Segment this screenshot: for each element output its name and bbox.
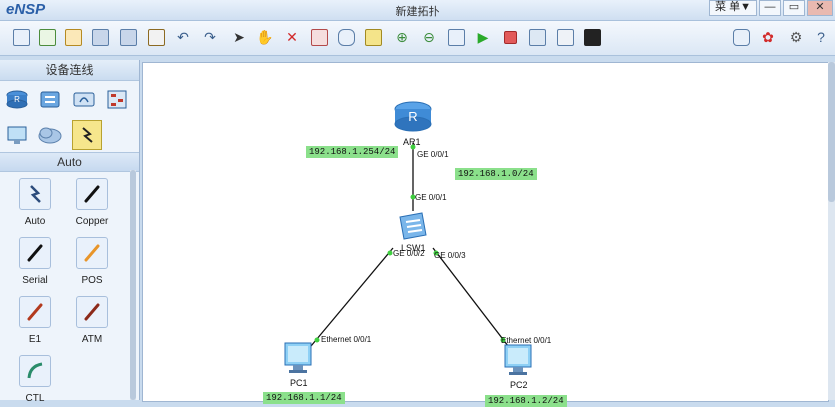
interface-label-pc1: Ethernet 0/0/1 xyxy=(321,335,372,344)
text-annotation-icon[interactable] xyxy=(335,26,357,48)
app-logo: eNSP xyxy=(6,1,46,18)
cable-label: E1 xyxy=(28,334,42,345)
zoom-in-icon[interactable]: ⊕ xyxy=(396,28,408,45)
canvas-scrollbar[interactable] xyxy=(828,62,835,400)
firewall-icon[interactable] xyxy=(104,86,130,112)
interface-label-pc2: Ethernet 0/0/1 xyxy=(501,336,552,345)
menu-button[interactable]: 菜 单▼ xyxy=(709,0,757,16)
device-name-ar1: AR1 xyxy=(403,137,421,147)
interface-label-ar1: GE 0/0/1 xyxy=(417,150,449,159)
pos-cable-icon xyxy=(76,237,108,269)
device-name-pc1: PC1 xyxy=(290,378,308,388)
port-dot xyxy=(500,337,506,343)
save-as-icon[interactable] xyxy=(117,26,139,48)
print-icon[interactable] xyxy=(145,26,167,48)
pc2-icon[interactable] xyxy=(501,343,537,380)
cable-label: POS xyxy=(81,275,103,286)
ip-label-network[interactable]: 192.168.1.0/24 xyxy=(455,168,537,180)
wlan-icon[interactable] xyxy=(71,86,97,112)
svg-text:R: R xyxy=(14,95,20,104)
pc-terminal-icon[interactable] xyxy=(4,122,30,148)
minimize-button[interactable]: — xyxy=(759,0,781,16)
cable-section-label: Auto xyxy=(0,152,139,172)
router-icon[interactable]: R xyxy=(4,86,30,112)
port-dot xyxy=(387,250,393,256)
cloud-icon[interactable] xyxy=(37,122,63,148)
port-dot xyxy=(433,250,439,256)
port-dot xyxy=(410,194,416,200)
e1-cable[interactable]: E1 xyxy=(5,296,65,345)
topology-icon[interactable] xyxy=(554,26,576,48)
rectangle-icon[interactable] xyxy=(362,26,384,48)
svg-text:R: R xyxy=(408,109,417,124)
new-device-icon[interactable] xyxy=(36,26,58,48)
undo-icon[interactable]: ↶ xyxy=(177,28,189,45)
panel-scrollbar[interactable] xyxy=(130,170,136,400)
save-icon[interactable] xyxy=(89,26,111,48)
cable-label: CTL xyxy=(25,393,45,404)
device-name-lsw1: LSW1 xyxy=(401,243,426,253)
ctl-cable[interactable]: CTL xyxy=(5,355,65,404)
window-title: 新建拓扑 xyxy=(395,6,440,18)
capture-icon[interactable] xyxy=(526,26,548,48)
toolbar: ↶ ↷ ➤ ✋ ✕ ⊕ ⊖ ▶ ✿ ⚙ ? xyxy=(0,21,835,56)
router-ar1-icon[interactable]: R xyxy=(393,99,433,138)
interface-label-lsw-left: GE 0/0/2 xyxy=(393,249,425,258)
device-name-pc2: PC2 xyxy=(510,380,528,390)
atm-cable[interactable]: ATM xyxy=(62,296,122,345)
atm-cable-icon xyxy=(76,296,108,328)
pos-cable[interactable]: POS xyxy=(62,237,122,286)
copper-cable[interactable]: Copper xyxy=(62,178,122,227)
panel-title: 设备连线 xyxy=(0,60,139,81)
cable-label: Serial xyxy=(22,275,48,286)
delete-link-icon[interactable] xyxy=(308,26,330,48)
interface-label-lsw-right: GE 0/0/3 xyxy=(434,251,466,260)
delete-icon[interactable]: ✕ xyxy=(286,28,298,45)
auto-cable-icon xyxy=(19,178,51,210)
port-dot xyxy=(410,144,416,150)
ip-label-ar1[interactable]: 192.168.1.254/24 xyxy=(306,146,399,158)
settings-icon[interactable]: ⚙ xyxy=(789,28,803,45)
start-all-icon[interactable]: ▶ xyxy=(477,28,489,45)
stop-all-icon[interactable] xyxy=(499,26,521,48)
screenshot-icon[interactable] xyxy=(581,26,603,48)
topology-links xyxy=(300,143,516,359)
hand-pan-icon[interactable]: ✋ xyxy=(256,28,274,45)
redo-icon[interactable]: ↷ xyxy=(204,28,216,45)
serial-cable-icon xyxy=(19,237,51,269)
zoom-out-icon[interactable]: ⊖ xyxy=(423,28,435,45)
auto-cable[interactable]: Auto xyxy=(5,178,65,227)
serial-cable[interactable]: Serial xyxy=(5,237,65,286)
copper-cable-icon xyxy=(76,178,108,210)
chat-icon[interactable] xyxy=(730,26,752,48)
pc1-icon[interactable] xyxy=(281,341,317,378)
title-bar: eNSP 新建拓扑 菜 单▼ — ▭ ✕ xyxy=(0,0,835,21)
ctl-cable-icon xyxy=(19,355,51,387)
ip-label-pc1[interactable]: 192.168.1.1/24 xyxy=(263,392,345,404)
restore-button[interactable]: ▭ xyxy=(783,0,805,16)
cable-label: ATM xyxy=(81,334,103,345)
switch-lsw1-icon[interactable] xyxy=(396,209,430,246)
cable-label: Auto xyxy=(24,216,46,227)
huawei-logo-icon[interactable]: ✿ xyxy=(762,28,774,45)
link-lsw1-pc2 xyxy=(432,247,516,356)
open-icon[interactable] xyxy=(62,26,84,48)
port-dot xyxy=(314,337,320,343)
link-icon[interactable] xyxy=(72,120,102,150)
cable-label: Copper xyxy=(75,216,109,227)
ip-label-pc2[interactable]: 192.168.1.2/24 xyxy=(485,395,567,407)
select-pointer-icon[interactable]: ➤ xyxy=(233,28,245,45)
close-button[interactable]: ✕ xyxy=(807,0,833,16)
interface-label-lsw-up: GE 0/0/1 xyxy=(415,193,447,202)
fit-icon[interactable] xyxy=(445,26,467,48)
topology-canvas[interactable]: R AR1 LSW1 PC1 PC2 GE 0/0/1 GE 0/0/1 GE … xyxy=(142,62,829,407)
e1-cable-icon xyxy=(19,296,51,328)
switch-icon[interactable] xyxy=(37,86,63,112)
help-icon[interactable]: ? xyxy=(817,29,825,45)
new-topology-icon[interactable] xyxy=(10,26,32,48)
